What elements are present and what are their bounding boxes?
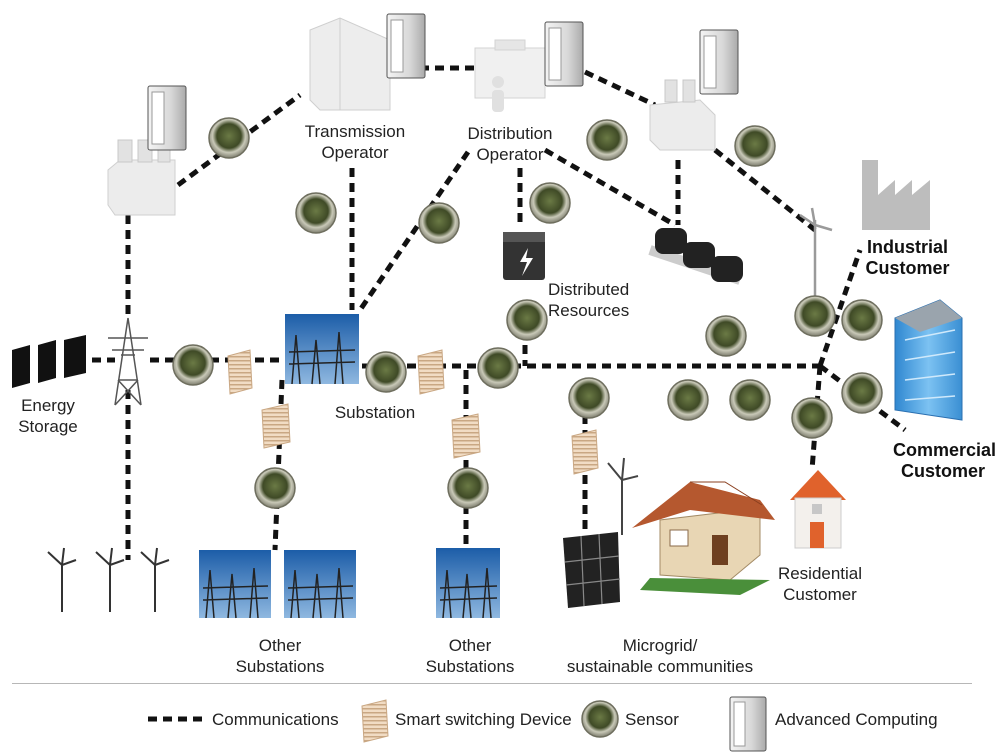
sensor-icon [172, 344, 214, 386]
sensor-icon [734, 125, 776, 167]
legend-server-swatch [729, 696, 767, 752]
transmission-operator-building [309, 17, 391, 111]
distribution-operator-building [474, 39, 546, 112]
sensor-icon [418, 202, 460, 244]
sensor-icon [568, 377, 610, 419]
switch-device-4 [451, 413, 481, 459]
sensors [172, 117, 883, 509]
legend-sensor-swatch [581, 700, 619, 738]
switch-device-2 [417, 349, 445, 395]
house-icon [632, 481, 775, 595]
link-server-industrialplant [583, 69, 657, 108]
legend-switch-swatch [361, 699, 389, 743]
sensor-icon [447, 467, 489, 509]
sensor-icon [529, 182, 571, 224]
energy-storage-icon [12, 335, 86, 388]
transmission-tower-icon [108, 317, 148, 406]
server-icon-2 [386, 13, 426, 79]
sensor-icon [729, 379, 771, 421]
server-icon-3 [544, 21, 584, 87]
servers [147, 13, 739, 151]
link-distop-substation [357, 150, 471, 312]
sensor-icon [841, 372, 883, 414]
server-icon-1 [147, 85, 187, 151]
switch-device-5 [571, 429, 599, 475]
substation-other-1b-icon [284, 550, 356, 619]
sensor-icon [586, 119, 628, 161]
substations [199, 314, 500, 619]
sensor-icon [477, 347, 519, 389]
battery-icon [503, 232, 545, 280]
switch-device-3 [261, 403, 291, 449]
substation-main-icon [285, 314, 359, 385]
power-plant-right [649, 79, 716, 151]
power-plant-left [107, 139, 176, 216]
substation-label: Substation [334, 403, 416, 422]
link-distop-ev [543, 147, 677, 228]
link-plant-windmast [713, 148, 817, 232]
wind-turbines-icon [47, 547, 170, 612]
electric-vehicles-icon [648, 228, 743, 285]
legend-advanced-computing-label: Advanced Computing [775, 710, 938, 729]
substation-other-2-icon [436, 548, 500, 619]
sensor-icon [705, 315, 747, 357]
commercial-building-icon [894, 299, 963, 421]
sensor-icon [295, 192, 337, 234]
sensor-icon [791, 397, 833, 439]
link-sub-down-1 [272, 379, 285, 551]
solar-panel-icon [563, 532, 621, 608]
factory-icon [862, 160, 930, 230]
sensor-icon [254, 467, 296, 509]
sensor-icon [506, 299, 548, 341]
residential-house-icon [790, 470, 846, 549]
microgrid-label: Microgrid/sustainable communities [566, 636, 754, 676]
sensor-icon [667, 379, 709, 421]
sensor-icon [794, 295, 836, 337]
substation-other-1a-icon [199, 550, 271, 619]
smart-switching-devices [227, 349, 599, 475]
link-industrial [817, 249, 863, 367]
microgrid-turbine-icon [607, 457, 639, 535]
switch-device-1 [227, 349, 253, 395]
server-icon-4 [699, 29, 739, 95]
wind-mast-icon [799, 207, 833, 300]
legend-smart-switching-label: Smart switching Device [395, 710, 572, 729]
sensor-icon [208, 117, 250, 159]
legend-sensor-label: Sensor [625, 710, 679, 729]
legend-communications-label: Communications [212, 710, 339, 729]
sensor-icon [841, 299, 883, 341]
sensor-icon [365, 351, 407, 393]
legend-graphics [148, 696, 767, 752]
legend-divider [12, 683, 972, 684]
